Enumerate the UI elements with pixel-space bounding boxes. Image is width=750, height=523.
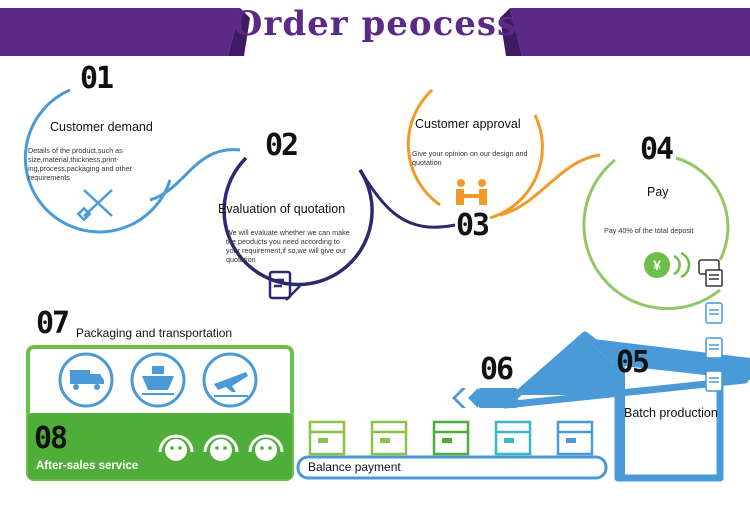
ship-icon: [130, 352, 186, 408]
step-number-01: 01: [80, 61, 114, 96]
banner-shape: [0, 8, 750, 56]
monitor-icon: [698, 259, 723, 287]
step-number-08: 08: [34, 421, 68, 456]
pencil-ruler-icon: [76, 189, 113, 222]
ring-pay: [582, 158, 721, 310]
truck-icon: [58, 352, 114, 408]
balance-arrow: [452, 388, 518, 408]
yen-coin-icon: ¥: [644, 251, 691, 279]
package-boxes: [308, 420, 594, 456]
step-number-04: 04: [640, 132, 674, 167]
step-title-after-sales: After-sales service: [36, 460, 139, 472]
ring-approval-right: [489, 114, 544, 220]
step-title-pay: Pay: [647, 185, 669, 199]
step-title-packaging: Packaging and transportation: [76, 326, 233, 340]
step-title-approval: Customer approval: [415, 117, 521, 131]
airplane-icon: [202, 352, 258, 408]
svg-text:¥: ¥: [653, 257, 661, 273]
document-icons: [705, 302, 723, 392]
step-number-03: 03: [456, 208, 490, 243]
step-desc-approval: Give your opinion on our design and quot…: [412, 149, 528, 167]
page-title: Order peocess: [232, 4, 518, 44]
step-number-07: 07: [36, 306, 70, 341]
step-desc-evaluation: We will evaluate whether we can make the…: [226, 228, 350, 264]
ring-approval-left: [406, 88, 441, 207]
step-title-batch-production: Batch production: [624, 406, 718, 420]
balance-bar: [296, 455, 608, 480]
wave-1-2: [149, 148, 241, 202]
wave-2-3: [358, 169, 456, 229]
step-number-02: 02: [265, 128, 299, 163]
step-number-06: 06: [480, 352, 514, 387]
wave-3-4: [499, 153, 601, 217]
step-number-05: 05: [616, 345, 650, 380]
step-title-balance-payment: Balance payment: [308, 460, 401, 474]
step-desc-pay: Pay 40% of the total deposit: [604, 226, 694, 235]
handshake-icon: [456, 179, 487, 205]
step-title-customer-demand: Customer demand: [50, 120, 153, 134]
ring-customer-demand: [23, 88, 172, 234]
title-banner: Order peocess: [0, 0, 750, 56]
ring-quotation: [222, 156, 374, 287]
step-title-evaluation: Evaluation of quotation: [218, 202, 346, 216]
headset-icons: [158, 434, 284, 461]
document-pen-icon: [268, 270, 301, 301]
step-desc-customer-demand: Details of the product,such as size,mate…: [28, 146, 132, 182]
